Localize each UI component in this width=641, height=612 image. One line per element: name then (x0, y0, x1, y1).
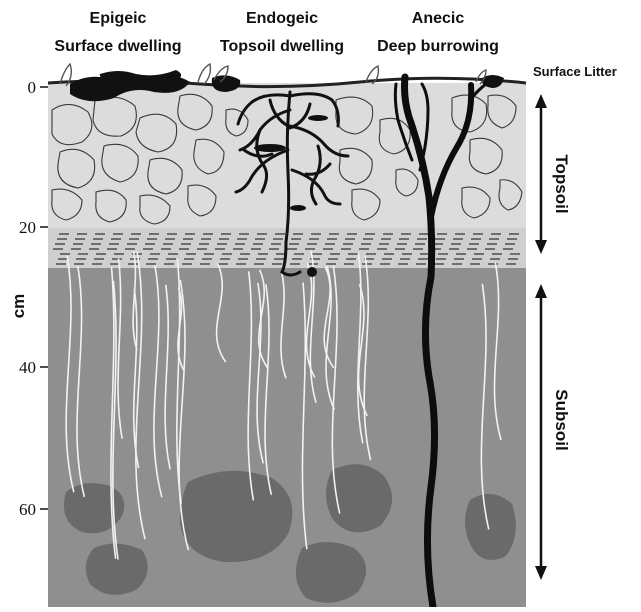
epigeic-title: Epigeic (90, 10, 147, 27)
endogeic-subtitle: Topsoil dwelling (220, 38, 344, 55)
topsoil-range-arrow (535, 94, 547, 254)
endogeic-title: Endogeic (246, 10, 318, 27)
depth-tick-label: 0 (28, 78, 37, 97)
depth-tick-label: 60 (19, 500, 36, 519)
topsoil-label: Topsoil (552, 154, 571, 213)
anecic-title: Anecic (412, 10, 465, 27)
surface-litter-label: Surface Litter (533, 64, 617, 79)
column-headers: Epigeic Surface dwelling Endogeic Topsoi… (54, 10, 498, 55)
depth-axis: 0 20 40 60 cm (9, 78, 48, 519)
depth-tick-label: 20 (19, 218, 36, 237)
depth-axis-unit: cm (9, 294, 28, 319)
anecic-subtitle: Deep burrowing (377, 38, 499, 55)
subsoil-label: Subsoil (552, 389, 571, 450)
depth-tick-label: 40 (19, 358, 36, 377)
layer-labels: Surface Litter Topsoil Subsoil (533, 64, 617, 580)
subsoil-range-arrow (535, 284, 547, 580)
epigeic-subtitle: Surface dwelling (54, 38, 181, 55)
